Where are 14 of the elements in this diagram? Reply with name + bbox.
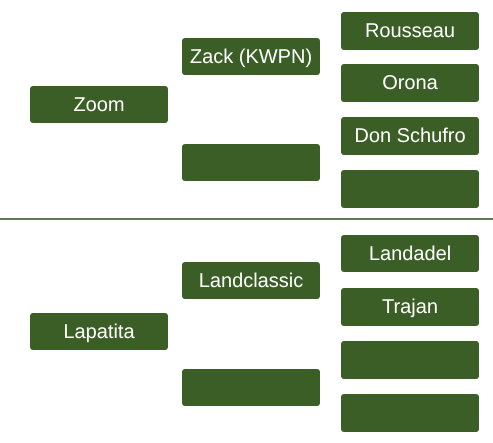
name-box: Zoom <box>30 86 168 123</box>
empty-box <box>341 170 479 208</box>
empty-box <box>341 394 479 432</box>
name-box: Don Schufro <box>341 117 479 155</box>
name-box: Landclassic <box>182 262 320 299</box>
name-box: Lapatita <box>30 313 168 350</box>
empty-box <box>182 144 320 181</box>
name-box: Trajan <box>341 288 479 326</box>
empty-box <box>182 369 320 406</box>
name-box: Zack (KWPN) <box>182 38 320 75</box>
name-box: Orona <box>341 64 479 102</box>
name-box: Rousseau <box>341 12 479 50</box>
name-box: Landadel <box>341 235 479 272</box>
empty-box <box>341 341 479 379</box>
